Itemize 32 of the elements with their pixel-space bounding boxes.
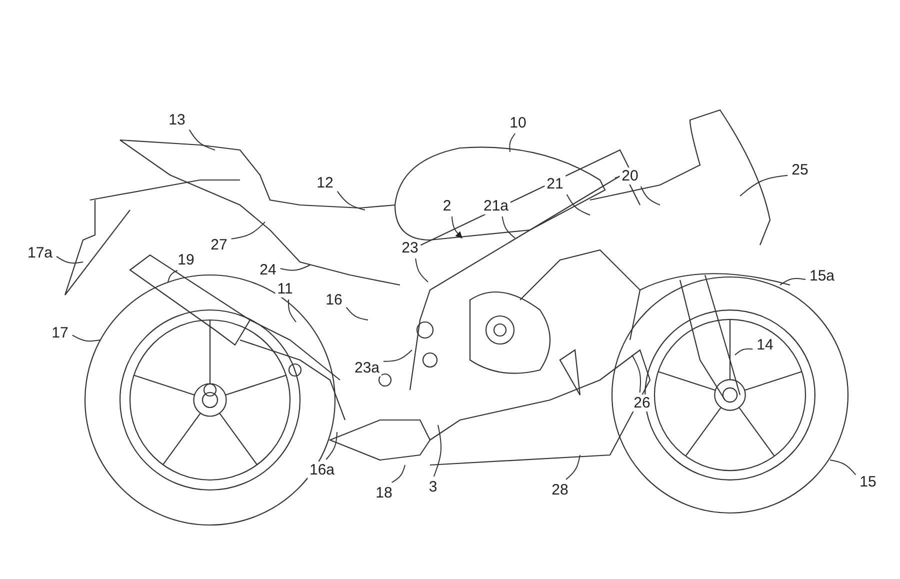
leader-line: [566, 454, 580, 480]
arrow: [451, 216, 462, 238]
callout-number: 26: [632, 394, 652, 412]
leader-line: [280, 264, 310, 271]
leader-line: [188, 129, 216, 150]
leader-line: [502, 216, 516, 238]
leader-line: [566, 194, 590, 216]
leader-line: [336, 190, 366, 210]
leader-line: [346, 306, 368, 320]
leader-line: [230, 222, 266, 240]
callout-number: 11: [275, 280, 295, 298]
leader-line: [433, 424, 442, 477]
callout-number: 23: [400, 240, 420, 256]
leader-line: [72, 334, 100, 342]
leader-line: [326, 432, 338, 460]
leader-line: [509, 133, 516, 152]
leader-line: [632, 354, 642, 393]
leader-line: [740, 174, 788, 196]
leader-line: [415, 258, 428, 282]
leader-line: [734, 348, 754, 356]
callout-number: 21a: [481, 198, 511, 214]
leader-line: [830, 460, 856, 476]
leader-line: [288, 299, 296, 322]
leader-line: [780, 278, 806, 286]
leader-line: [168, 270, 178, 282]
callout-number: 20: [620, 168, 640, 184]
callout-number: 16a: [307, 462, 337, 478]
leader-line: [391, 464, 406, 483]
leader-line: [56, 256, 84, 264]
leader-line: [640, 186, 660, 206]
leader-line: [383, 350, 412, 362]
callout-number: 23a: [352, 360, 382, 376]
